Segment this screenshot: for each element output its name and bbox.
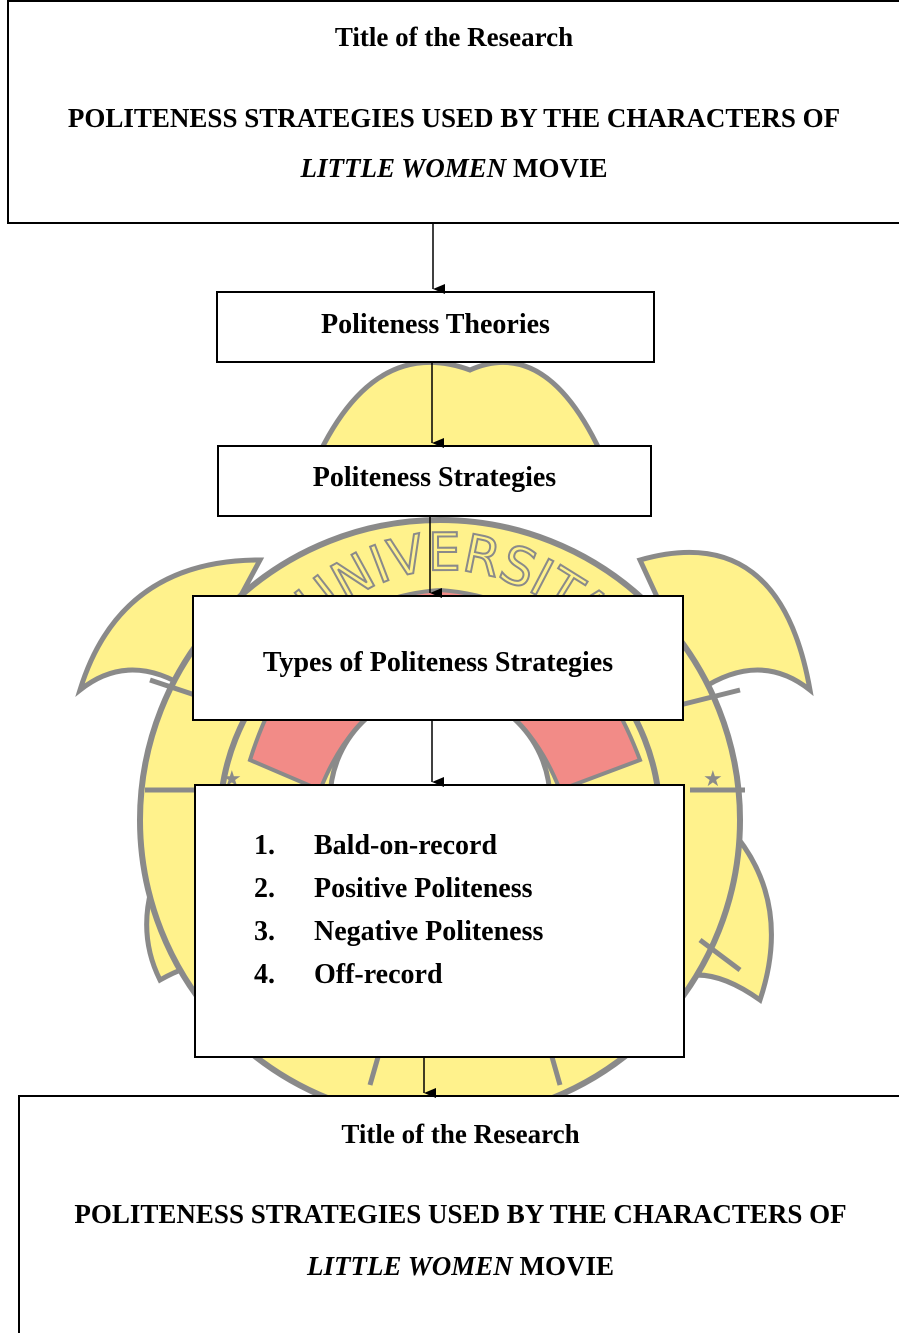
seal-star-right: ★ <box>703 767 723 792</box>
research-title-box-bottom: Title of the Research POLITENESS STRATEG… <box>18 1095 899 1333</box>
movie-word: MOVIE <box>513 153 608 183</box>
list-item: 1. Bald-on-record <box>254 824 543 867</box>
movie-title-italic: LITTLE WOMEN <box>300 153 507 183</box>
seal-petal-left-upper <box>75 557 265 698</box>
list-item-number: 3. <box>254 916 275 947</box>
movie-title-italic: LITTLE WOMEN <box>306 1251 513 1281</box>
research-title-line2: LITTLE WOMEN MOVIE <box>20 1251 899 1282</box>
politeness-theories-label: Politeness Theories <box>321 309 550 340</box>
politeness-theories-box: Politeness Theories <box>216 291 655 363</box>
research-title-heading: Title of the Research <box>334 22 574 52</box>
research-title-box-top: Title of the Research POLITENESS STRATEG… <box>7 0 899 224</box>
strategy-list: 1. Bald-on-record 2. Positive Politeness 3… <box>254 824 543 996</box>
list-item-number: 2. <box>254 873 275 904</box>
list-item: 2. Positive Politeness <box>254 867 543 910</box>
research-title-line1: POLITENESS STRATEGIES USED BY THE CHARAC… <box>67 103 841 133</box>
list-item-number: 4. <box>254 959 275 990</box>
list-item-label: Negative Politeness <box>314 916 544 947</box>
politeness-strategies-box: Politeness Strategies <box>217 445 652 517</box>
list-item-label: Off-record <box>314 959 443 990</box>
seal-petal-right-upper <box>636 549 814 697</box>
strategy-list-box: 1. Bald-on-record 2. Positive Politeness 3… <box>194 784 685 1058</box>
research-title-line1: POLITENESS STRATEGIES USED BY THE CHARAC… <box>74 1199 847 1229</box>
research-title-heading: Title of the Research <box>341 1119 580 1149</box>
politeness-strategies-label: Politeness Strategies <box>312 462 557 493</box>
list-item-label: Bald-on-record <box>314 830 498 861</box>
types-of-strategies-label: Types of Politeness Strategies <box>262 647 614 678</box>
research-title-line2: LITTLE WOMEN MOVIE <box>9 153 899 184</box>
types-of-strategies-box: Types of Politeness Strategies <box>192 595 684 721</box>
list-item-label: Positive Politeness <box>314 873 533 904</box>
list-item-number: 1. <box>254 830 275 861</box>
list-item: 3. Negative Politeness <box>254 910 543 953</box>
list-item: 4. Off-record <box>254 953 543 996</box>
movie-word: MOVIE <box>519 1251 615 1281</box>
